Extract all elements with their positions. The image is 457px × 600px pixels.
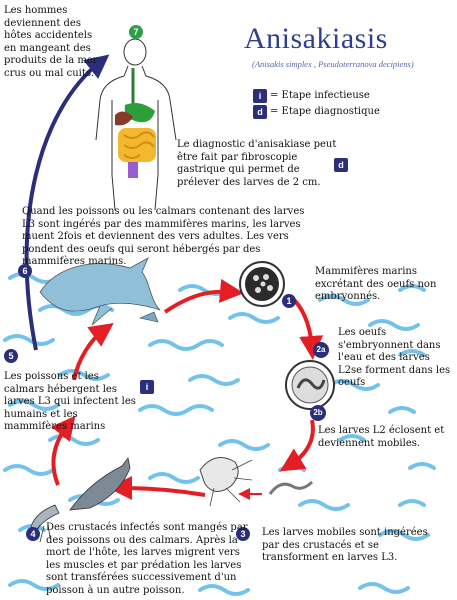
step-3-text: Les larves mobiles sont ingérées par des… [262,527,428,563]
legend-infective-label: = Etape infectieuse [270,90,370,101]
digestive-organs [115,68,156,178]
small-squid-illustration [139,311,159,323]
egg-2a-illustration [285,360,335,410]
step-5-text: Les poissons et les calmars hébergent le… [4,371,136,432]
step-1-badge: 1 [282,294,296,308]
step-1-text: Mammifères marins excrétant des oeufs no… [315,266,437,302]
step-3-badge: 3 [236,527,250,541]
diagnostic-stage-icon: d [253,105,267,119]
step-2b-text: Les larves L2 éclosent et deviennent mob… [318,425,445,449]
larva-2b-illustration [268,480,314,495]
step-6-badge: 6 [18,264,32,278]
cycle-arrows [51,278,324,501]
infective-stage-icon: i [253,89,267,103]
step-5-badge: 5 [4,349,18,363]
page-title: Anisakiasis [244,22,388,55]
dolphin-illustration [39,257,161,326]
step-2a-text: Les oeufs s'embryonnent dans l'eau et de… [338,327,451,388]
step-2b-badge: 2b [310,405,326,421]
step-4-badge: 4 [26,527,40,541]
arrow-5-to-7 [24,54,110,351]
step-2a-badge: 2a [313,342,329,358]
human-illustration [95,38,177,211]
fish-illustration [69,457,131,511]
diagnostic-marker-icon: d [334,158,348,172]
step-7-text: Les hommes deviennent des hôtes accident… [4,5,98,79]
egg-1-illustration [239,261,285,307]
infective-marker-icon: i [140,380,154,394]
crustacean-illustration [199,457,253,507]
legend-diagnostic-label: = Etape diagnostique [270,106,380,117]
page-subtitle: (Anisakis simplex , Pseudoterranova deci… [252,59,414,69]
step-4-text: Des crustacés infectés sont mangés par d… [46,522,248,596]
diagnostic-text: Le diagnostic d'anisakiase peut être fai… [177,139,337,188]
step-6-text: Quand les poissons ou les calmars conten… [22,206,305,267]
step-7-badge: 7 [129,25,143,39]
